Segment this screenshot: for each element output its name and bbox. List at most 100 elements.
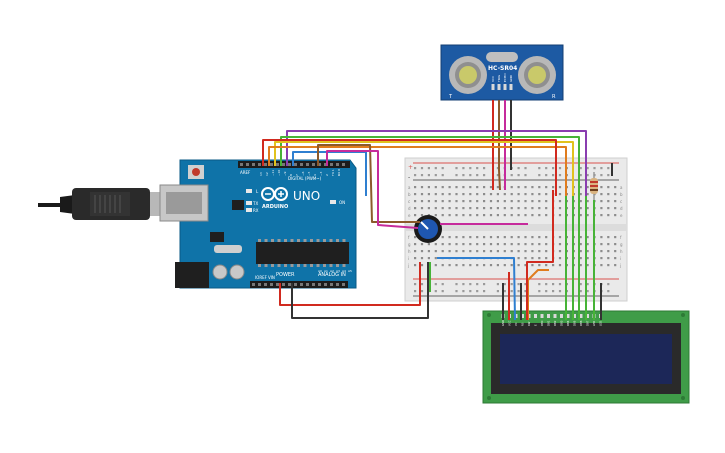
breadboard-hole[interactable] — [420, 257, 424, 260]
breadboard-hole[interactable] — [441, 186, 444, 189]
breadboard-hole[interactable] — [455, 200, 458, 203]
breadboard-hole[interactable] — [469, 236, 472, 239]
breadboard-hole[interactable] — [462, 290, 465, 293]
breadboard-hole[interactable] — [531, 250, 534, 253]
breadboard-hole[interactable] — [420, 243, 424, 246]
breadboard-hole[interactable] — [476, 193, 479, 196]
breadboard-hole[interactable] — [462, 207, 465, 210]
header-hole[interactable] — [306, 163, 309, 166]
breadboard-hole[interactable] — [469, 200, 472, 203]
header-hole[interactable] — [282, 283, 285, 286]
breadboard-hole[interactable] — [614, 250, 617, 253]
breadboard-hole[interactable] — [552, 186, 555, 189]
wire-lcd-v0[interactable] — [437, 257, 516, 321]
power-analog-header[interactable] — [250, 281, 348, 288]
breadboard-hole[interactable] — [496, 200, 499, 203]
breadboard-hole[interactable] — [538, 193, 541, 196]
breadboard-hole[interactable] — [503, 193, 506, 196]
breadboard-hole[interactable] — [600, 174, 603, 177]
breadboard-hole[interactable] — [600, 200, 603, 203]
breadboard-hole[interactable] — [558, 236, 562, 239]
breadboard-hole[interactable] — [469, 243, 472, 246]
header-hole[interactable] — [240, 163, 243, 166]
wire-orange[interactable] — [268, 146, 567, 196]
breadboard-hole[interactable] — [434, 186, 437, 189]
breadboard-hole[interactable] — [586, 186, 589, 189]
breadboard-hole[interactable] — [476, 236, 479, 239]
breadboard-hole[interactable] — [510, 264, 513, 267]
lcd-pin[interactable] — [540, 314, 544, 318]
breadboard-hole[interactable] — [614, 200, 617, 203]
breadboard-hole[interactable] — [531, 200, 534, 203]
breadboard-hole[interactable] — [441, 214, 444, 217]
breadboard-hole[interactable] — [414, 236, 417, 239]
breadboard-hole[interactable] — [614, 207, 617, 210]
breadboard-hole[interactable] — [420, 193, 424, 196]
breadboard-hole[interactable] — [579, 290, 582, 293]
header-hole[interactable] — [264, 163, 267, 166]
header-hole[interactable] — [288, 163, 291, 166]
breadboard-hole[interactable] — [607, 174, 610, 177]
breadboard-hole[interactable] — [586, 193, 589, 196]
breadboard-hole[interactable] — [483, 207, 486, 210]
breadboard-hole[interactable] — [434, 250, 437, 253]
breadboard-hole[interactable] — [524, 214, 527, 217]
breadboard-hole[interactable] — [524, 186, 527, 189]
breadboard-hole[interactable] — [558, 290, 562, 293]
breadboard-hole[interactable] — [434, 200, 437, 203]
sensor-pin[interactable] — [497, 84, 501, 90]
breadboard-hole[interactable] — [434, 257, 437, 260]
breadboard-hole[interactable] — [496, 250, 499, 253]
header-hole[interactable] — [324, 163, 327, 166]
lcd-pin[interactable] — [534, 314, 537, 318]
lcd-pin[interactable] — [566, 314, 570, 318]
breadboard-hole[interactable] — [496, 193, 499, 196]
breadboard-hole[interactable] — [607, 207, 610, 210]
breadboard-hole[interactable] — [558, 167, 562, 170]
breadboard-hole[interactable] — [476, 167, 479, 170]
breadboard-hole[interactable] — [427, 174, 430, 177]
breadboard-hole[interactable] — [448, 200, 451, 203]
breadboard-hole[interactable] — [545, 186, 548, 189]
header-hole[interactable] — [252, 283, 255, 286]
breadboard-hole[interactable] — [427, 250, 430, 253]
breadboard-hole[interactable] — [476, 207, 479, 210]
breadboard-hole[interactable] — [503, 207, 506, 210]
breadboard-hole[interactable] — [489, 214, 493, 217]
lcd-pin[interactable] — [514, 314, 518, 318]
lcd-pin[interactable] — [573, 314, 576, 318]
header-hole[interactable] — [312, 163, 315, 166]
breadboard-hole[interactable] — [414, 193, 417, 196]
breadboard-hole[interactable] — [496, 236, 499, 239]
breadboard-hole[interactable] — [414, 214, 417, 217]
sensor-pin[interactable] — [509, 84, 513, 90]
breadboard-hole[interactable] — [414, 257, 417, 260]
breadboard-hole[interactable] — [441, 193, 444, 196]
breadboard-hole[interactable] — [510, 214, 513, 217]
breadboard-hole[interactable] — [455, 193, 458, 196]
breadboard-hole[interactable] — [414, 290, 417, 293]
breadboard-hole[interactable] — [427, 186, 430, 189]
breadboard-hole[interactable] — [434, 243, 437, 246]
breadboard-hole[interactable] — [420, 167, 424, 170]
breadboard-hole[interactable] — [483, 243, 486, 246]
breadboard-hole[interactable] — [579, 167, 582, 170]
breadboard-hole[interactable] — [586, 250, 589, 253]
breadboard-hole[interactable] — [579, 243, 582, 246]
breadboard-hole[interactable] — [517, 207, 520, 210]
breadboard-hole[interactable] — [600, 250, 603, 253]
breadboard-hole[interactable] — [579, 283, 582, 286]
breadboard-hole[interactable] — [586, 207, 589, 210]
breadboard-hole[interactable] — [600, 236, 603, 239]
breadboard-hole[interactable] — [607, 250, 610, 253]
breadboard-hole[interactable] — [503, 283, 506, 286]
header-hole[interactable] — [288, 283, 291, 286]
breadboard-hole[interactable] — [538, 236, 541, 239]
breadboard-hole[interactable] — [496, 214, 499, 217]
breadboard-hole[interactable] — [524, 174, 527, 177]
breadboard-hole[interactable] — [427, 193, 430, 196]
lcd-pin[interactable] — [547, 314, 550, 318]
breadboard-hole[interactable] — [531, 243, 534, 246]
breadboard-hole[interactable] — [517, 167, 520, 170]
breadboard-hole[interactable] — [455, 186, 458, 189]
